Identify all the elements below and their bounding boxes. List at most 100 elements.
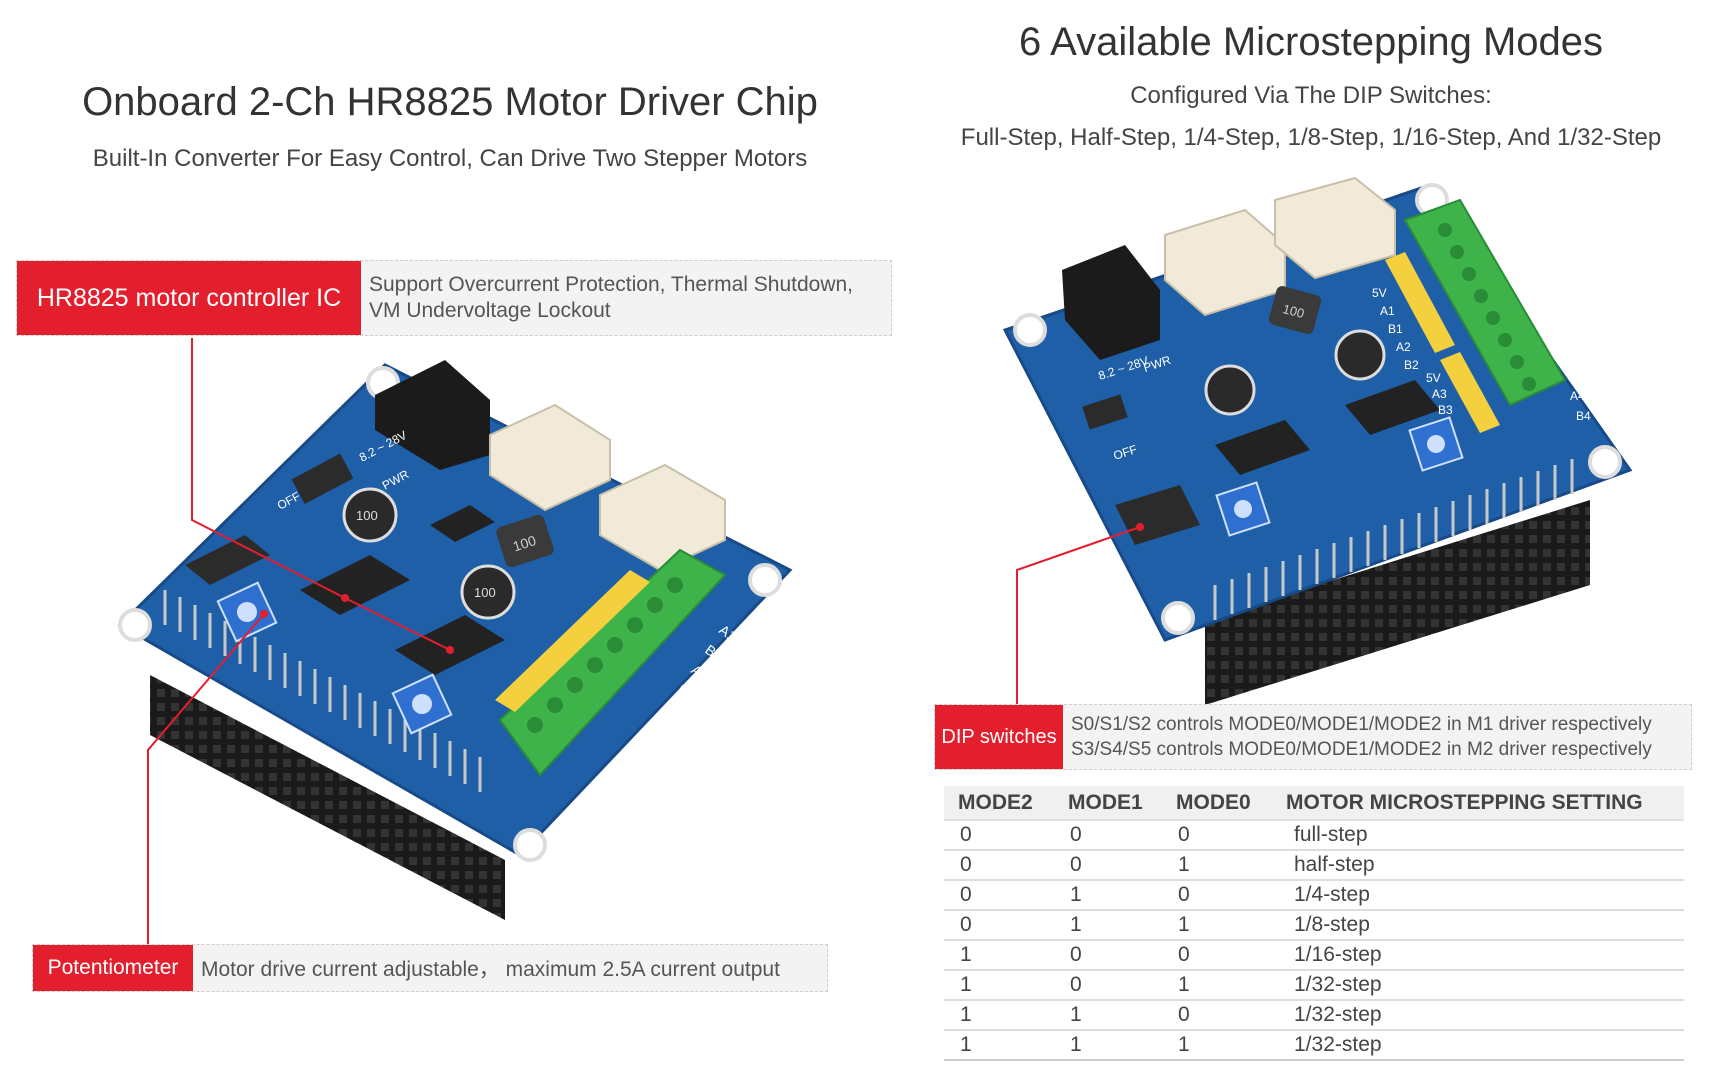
hr8825-description: Support Overcurrent Protection, Thermal … (361, 261, 861, 335)
left-title: Onboard 2-Ch HR8825 Motor Driver Chip (82, 80, 818, 124)
left-ic-leader-dot (341, 594, 349, 602)
left-capacitor-1-label: 100 (356, 508, 378, 523)
table-cell: 0 (944, 880, 1054, 911)
table-cell: 1/32-step (1272, 970, 1684, 1001)
table-cell: 0 (1054, 940, 1162, 971)
left-subtitle: Built-In Converter For Easy Control, Can… (92, 145, 808, 172)
left-ic-leader-dot (446, 646, 454, 654)
right-yellow-header-1 (1385, 252, 1455, 353)
table-cell: 1 (944, 970, 1054, 1001)
right-pin-label: B4 (1576, 409, 1591, 423)
potentiometer-callout: Potentiometer Motor drive current adjust… (32, 944, 828, 992)
table-cell: 1 (1162, 1030, 1272, 1061)
right-pin-row (1213, 459, 1574, 620)
table-cell: 1 (1162, 910, 1272, 941)
table-cell: 1 (1054, 1030, 1162, 1061)
table-cell: 0 (1162, 880, 1272, 911)
right-pin-label: 5V (1426, 371, 1441, 385)
dip-switch-description-line1: S0/S1/S2 controls MODE0/MODE1/MODE2 in M… (1071, 714, 1652, 735)
right-capacitor-2 (1334, 329, 1386, 381)
left-mount-hole (513, 828, 547, 862)
left-pin-label: VIN (658, 703, 686, 729)
left-motor-connector-2 (599, 463, 726, 572)
table-cell: 1 (944, 1030, 1054, 1061)
right-pin-label: B2 (1404, 358, 1419, 372)
left-power-switch (291, 453, 354, 505)
right-yellow-header-2 (1440, 352, 1500, 433)
table-cell: 1 (1162, 850, 1272, 881)
table-cell: 0 (1162, 1000, 1272, 1031)
table-cell: 0 (944, 820, 1054, 851)
table-cell: 1/32-step (1272, 1030, 1684, 1061)
left-potentiometer-2-knob (412, 694, 432, 714)
right-pin-label: A1 (1380, 304, 1395, 318)
table-cell: 0 (1054, 970, 1162, 1001)
left-terminal-screws (527, 577, 683, 733)
right-potentiometer-2-knob (1427, 435, 1445, 453)
table-header-row: MODE2 MODE1 MODE0 MOTOR MICROSTEPPING SE… (944, 786, 1684, 821)
header-mode1: MODE1 (1054, 786, 1162, 821)
dip-switch-description: S0/S1/S2 controls MODE0/MODE1/MODE2 in M… (1063, 705, 1660, 769)
left-ic-leader-line (191, 338, 451, 651)
left-yellow-header (495, 570, 650, 712)
left-mount-hole (118, 608, 152, 642)
left-pin-row (163, 590, 482, 792)
right-terminal-block (1403, 198, 1567, 407)
hr8825-description-line2: VM Undervoltage Lockout (369, 299, 611, 322)
table-cell: 1 (944, 940, 1054, 971)
right-terminal-screws (1438, 223, 1536, 391)
table-cell: 0 (944, 850, 1054, 881)
right-potentiometer-1-knob (1234, 500, 1252, 518)
left-capacitor-2-label: 100 (474, 585, 496, 600)
potentiometer-tag: Potentiometer (33, 945, 193, 991)
header-mode0: MODE0 (1162, 786, 1272, 821)
microstepping-table: MODE2 MODE1 MODE0 MOTOR MICROSTEPPING SE… (944, 786, 1684, 1061)
table-cell: 0 (1162, 820, 1272, 851)
right-driver-ic-1 (1215, 420, 1310, 475)
dip-switch-description-line2: S3/S4/S5 controls MODE0/MODE1/MODE2 in M… (1071, 739, 1652, 760)
right-dip-switch (1115, 485, 1200, 545)
table-cell: full-step (1272, 820, 1684, 851)
left-driver-ic-1 (300, 555, 410, 615)
table-cell: 1/32-step (1272, 1000, 1684, 1031)
right-title: 6 Available Microstepping Modes (1018, 20, 1604, 64)
hr8825-description-line1: Support Overcurrent Protection, Thermal … (369, 273, 854, 296)
table-cell: 0 (1162, 940, 1272, 971)
right-mount-hole (1161, 601, 1195, 635)
right-dip-leader-line (1016, 526, 1141, 704)
left-mount-hole (748, 563, 782, 597)
right-pin-label: B1 (1388, 322, 1403, 336)
right-mount-hole (1588, 445, 1622, 479)
right-gpio-header (1205, 500, 1590, 705)
left-capacitor-2 (460, 564, 516, 620)
right-pin-labels: 5V A1 B1 A2 B2 5V A3 B3 A4 B4 (1372, 286, 1591, 423)
hr8825-callout: HR8825 motor controller IC Support Overc… (16, 260, 892, 336)
table-cell: 1/4-step (1272, 880, 1684, 911)
left-capacitor-1 (342, 487, 398, 543)
potentiometer-description: Motor drive current adjustable， maximum … (201, 958, 780, 981)
table-cell: 1/8-step (1272, 910, 1684, 941)
hr8825-tag: HR8825 motor controller IC (17, 261, 361, 335)
table-cell: 0 (944, 910, 1054, 941)
left-pin-label: A4 (588, 787, 611, 810)
right-dc-jack (1062, 245, 1160, 360)
right-subtitle-1: Configured Via The DIP Switches: (1130, 82, 1492, 109)
left-pin-label: A3 (620, 747, 643, 770)
right-pin-label: A2 (1396, 340, 1411, 354)
left-inductor-label: 100 (511, 532, 538, 555)
right-inductor-label: 100 (1281, 301, 1306, 321)
dip-switch-tag: DIP switches (935, 705, 1063, 769)
table-cell: 1 (1054, 910, 1162, 941)
right-pin-label: 5V (1372, 286, 1387, 300)
right-mount-hole (1013, 313, 1047, 347)
left-inductor (496, 514, 554, 568)
table-cell: 0 (1054, 820, 1162, 851)
